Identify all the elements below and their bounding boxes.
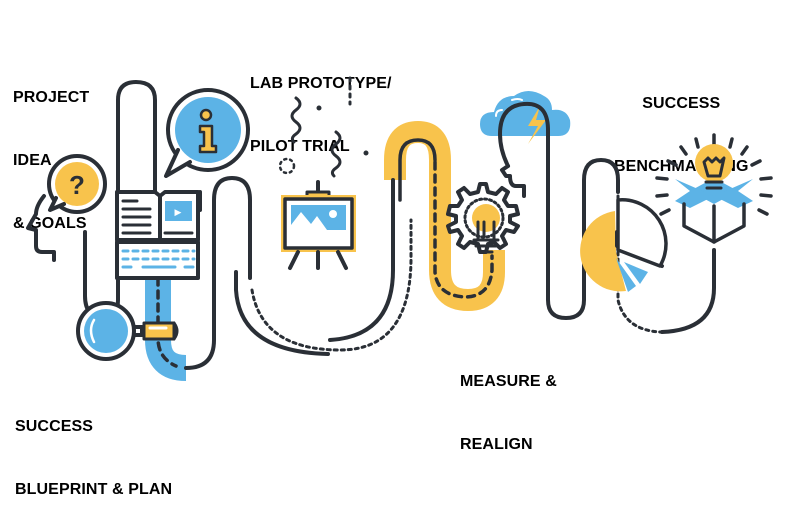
play-icon: ▶ [175, 208, 182, 218]
label-line: & GOALS [13, 215, 87, 232]
label-line: IDEA [13, 152, 52, 169]
question-mark-icon: ? [69, 170, 85, 200]
label-line: SUCCESS [642, 95, 721, 112]
sparkle-decorations [278, 76, 369, 178]
label-line: BLUEPRINT & PLAN [15, 481, 173, 498]
head-question-icon: ? [26, 154, 107, 262]
infographic-art: ? ▶ [26, 76, 773, 381]
keyboard-icon [115, 240, 200, 280]
label-line: LAB PROTOTYPE/ [250, 75, 392, 92]
gear-lightbulb-icon [446, 182, 520, 254]
label-line: PROJECT [13, 89, 90, 106]
label-line: MEASURE & [460, 373, 557, 390]
magnifier-icon [76, 301, 179, 361]
easel-picture-icon [281, 180, 356, 270]
box-lightbulb-icon [655, 133, 773, 244]
info-bubble-icon [164, 88, 250, 178]
yellow-road [384, 121, 505, 311]
open-book-icon: ▶ [115, 190, 200, 242]
pie-chart-icon [580, 198, 668, 292]
label-line: SUCCESS [15, 418, 94, 435]
cloud-head-icon [480, 91, 571, 198]
stage-label-project-idea: PROJECT IDEA & GOALS [13, 45, 89, 255]
